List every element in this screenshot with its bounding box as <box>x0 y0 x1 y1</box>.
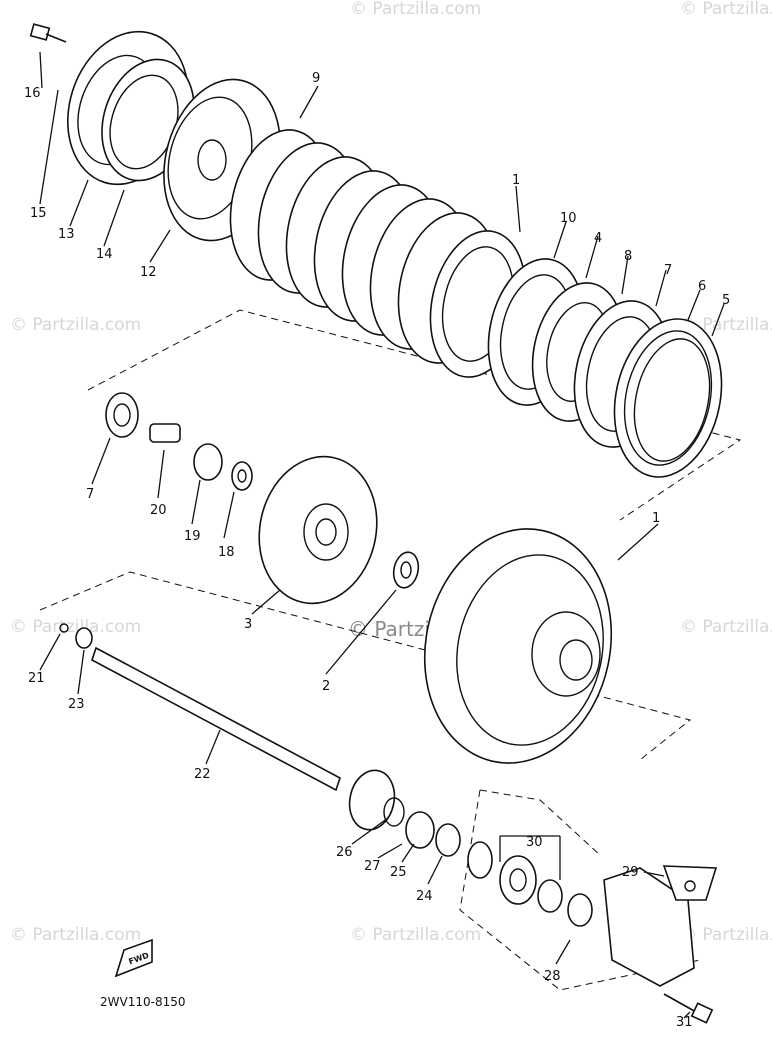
callout-25: 25 <box>390 865 407 880</box>
callout-15: 15 <box>30 206 47 221</box>
watermark-text: © Partzilla.com <box>680 925 772 945</box>
callout-19: 19 <box>184 529 201 544</box>
watermark-text: © Partzilla.com <box>350 925 481 945</box>
callout-23: 23 <box>68 697 85 712</box>
watermark-text: © Partzilla.com <box>10 315 141 335</box>
thrust-washer <box>392 551 420 589</box>
callout-5: 5 <box>722 293 730 308</box>
watermark-text: © Partzilla.com <box>10 617 141 637</box>
callout-9: 9 <box>312 71 320 86</box>
callout-10: 10 <box>560 211 577 226</box>
watermark-text: © Partzilla.com <box>10 925 141 945</box>
callout-1: 1 <box>652 511 660 526</box>
callout-28: 28 <box>544 969 561 984</box>
callout-3: 3 <box>244 617 252 632</box>
watermark-text: © Partzilla.com <box>680 617 772 637</box>
release-lever <box>603 865 718 987</box>
fwd-arrow: FWD <box>114 938 153 978</box>
callout-27: 27 <box>364 859 381 874</box>
bearing-and-push-rod <box>105 392 253 491</box>
callout-18: 18 <box>218 545 235 560</box>
callout-1: 1 <box>512 173 520 188</box>
callout-24: 24 <box>416 889 433 904</box>
callout-14: 14 <box>96 247 113 262</box>
push-rod-shaft <box>59 623 396 831</box>
callout-7: 7 <box>664 263 672 278</box>
callout-13: 13 <box>58 227 75 242</box>
callout-26: 26 <box>336 845 353 860</box>
callout-30: 30 <box>526 835 543 850</box>
bolt-16 <box>29 23 67 43</box>
callout-16: 16 <box>24 86 41 101</box>
callout-6: 6 <box>698 279 706 294</box>
callout-12: 12 <box>140 265 157 280</box>
callout-29: 29 <box>622 865 639 880</box>
drawing-code: 2WV110-8150 <box>100 995 185 1009</box>
leader-lines <box>39 51 725 1019</box>
callout-20: 20 <box>150 503 167 518</box>
callout-21: 21 <box>28 671 45 686</box>
callout-8: 8 <box>624 249 632 264</box>
callout-7: 7 <box>86 487 94 502</box>
callout-22: 22 <box>194 767 211 782</box>
seals-and-collars <box>383 797 461 857</box>
clutch-plate-stack <box>229 129 527 378</box>
bolt-31 <box>663 993 714 1024</box>
watermark-text: © Partzilla.com <box>350 0 481 19</box>
callout-labels: 16 15 13 14 12 9 1 10 4 8 7 6 5 7 20 19 … <box>24 71 730 1030</box>
watermark-text: © Partzilla.com <box>680 0 772 19</box>
rings-and-springs <box>487 258 723 478</box>
callout-2: 2 <box>322 679 330 694</box>
clutch-hub <box>258 455 378 605</box>
release-assembly <box>467 841 593 927</box>
clutch-housing <box>423 528 613 764</box>
callout-31: 31 <box>676 1015 693 1030</box>
callout-4: 4 <box>594 231 602 246</box>
